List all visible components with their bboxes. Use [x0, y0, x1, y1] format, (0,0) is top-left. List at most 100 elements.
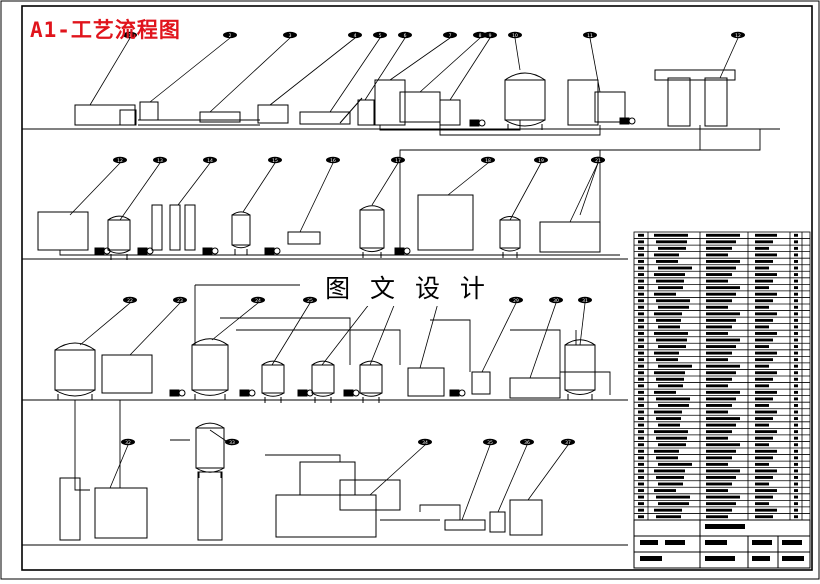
- parts-list-table: [633, 231, 811, 521]
- svg-text:16: 16: [330, 158, 336, 164]
- tank-25: [261, 360, 285, 403]
- conveyor-drive: [119, 109, 137, 126]
- washing-conveyor: [74, 104, 136, 126]
- callout-balloon: 25: [271, 296, 317, 366]
- ultrafilter-b: [704, 77, 728, 127]
- tank-22: [54, 342, 96, 400]
- pipe-line: [510, 329, 561, 378]
- svg-text:3: 3: [289, 33, 292, 39]
- callout-balloon: 12: [69, 156, 127, 216]
- storage-tank-10: [504, 72, 546, 130]
- pump: [94, 247, 111, 255]
- callout-balloon: 23: [129, 296, 187, 356]
- packer-37: [509, 499, 543, 536]
- tank-14: [107, 215, 131, 260]
- filter: [439, 99, 461, 126]
- pump: [202, 247, 219, 255]
- floor-lines: [22, 128, 780, 546]
- column-a: [151, 204, 163, 251]
- pipe-line: [236, 329, 401, 365]
- callout-balloon: 33: [209, 429, 239, 446]
- callout-balloon: 31: [578, 296, 592, 346]
- separator: [594, 91, 626, 123]
- tank-27: [359, 360, 383, 403]
- pipe-line: [430, 319, 471, 372]
- svg-text:36: 36: [524, 440, 530, 446]
- pump: [239, 389, 256, 397]
- control-cabinet: [101, 354, 153, 394]
- callout-balloon: 29: [481, 296, 523, 373]
- svg-text:13: 13: [157, 158, 163, 164]
- column-33-support: [197, 471, 223, 541]
- hopper: [357, 99, 375, 126]
- callout-balloon: 28: [419, 296, 445, 369]
- pipe-line: [59, 250, 620, 256]
- svg-text:34: 34: [422, 440, 428, 446]
- svg-text:7: 7: [449, 33, 452, 39]
- inclined-conveyor: [339, 97, 363, 124]
- svg-text:6: 6: [404, 33, 407, 39]
- svg-text:37: 37: [565, 440, 571, 446]
- svg-text:25: 25: [307, 298, 313, 304]
- pump: [619, 117, 636, 125]
- title-block: [633, 519, 811, 569]
- tank-18: [359, 205, 385, 258]
- parts-list-entries: [638, 233, 798, 519]
- callout-balloon: 34: [369, 438, 432, 496]
- svg-text:8: 8: [479, 33, 482, 39]
- svg-text:30: 30: [553, 298, 559, 304]
- plate-pasteurizer: [539, 221, 601, 253]
- callout-balloon: 18: [447, 156, 495, 196]
- pipe-line: [699, 125, 761, 151]
- callout-balloon: 1: [89, 31, 137, 106]
- svg-text:15: 15: [272, 158, 278, 164]
- svg-text:33: 33: [229, 440, 235, 446]
- callout-balloon: 26: [321, 296, 377, 366]
- evaporator-32: [94, 487, 148, 539]
- column-33: [195, 422, 225, 478]
- pump: [343, 389, 360, 397]
- enzyme-tank: [567, 79, 599, 126]
- pipe-line: [419, 504, 461, 520]
- pipe-line: [265, 454, 341, 462]
- dryer-34-top: [299, 461, 356, 496]
- column-b: [169, 204, 181, 251]
- pump: [469, 119, 486, 127]
- pump: [297, 389, 314, 397]
- callout-balloon: 7: [389, 31, 457, 81]
- svg-text:10: 10: [512, 33, 518, 39]
- mix-tank-24: [191, 338, 229, 400]
- elevator: [139, 101, 159, 121]
- callout-balloon: 30: [529, 296, 563, 379]
- pump: [449, 389, 466, 397]
- callout-balloon: 15: [242, 156, 282, 213]
- svg-text:11: 11: [587, 33, 593, 39]
- svg-text:1: 1: [129, 33, 132, 39]
- press: [399, 91, 441, 123]
- svg-text:31: 31: [582, 298, 588, 304]
- callout-balloon: 11: [583, 31, 601, 93]
- plate-heat-exchanger-28: [407, 367, 445, 397]
- callout-balloon: 35: [461, 438, 497, 521]
- svg-text:17: 17: [395, 158, 401, 164]
- watermark-text: 图 文 设 计: [322, 272, 494, 306]
- pipe-line: [220, 317, 351, 365]
- conveyor-35: [444, 519, 486, 531]
- callout-balloon: 37: [527, 438, 575, 501]
- callout-balloon: 8: [419, 31, 487, 93]
- drawing-title: A1-工艺流程图: [30, 18, 181, 42]
- svg-text:12: 12: [117, 158, 123, 164]
- svg-text:29: 29: [513, 298, 519, 304]
- pump-unit-29: [471, 371, 491, 395]
- callout-balloon: 12: [719, 31, 745, 79]
- filling-machine: [417, 194, 474, 251]
- pump: [137, 247, 154, 255]
- ultrafilter-a: [667, 77, 691, 127]
- pump: [169, 389, 186, 397]
- pipe-line: [74, 400, 90, 491]
- svg-text:22: 22: [127, 298, 133, 304]
- svg-text:2: 2: [229, 33, 232, 39]
- svg-text:5: 5: [379, 33, 382, 39]
- callout-balloon: 22: [79, 296, 137, 346]
